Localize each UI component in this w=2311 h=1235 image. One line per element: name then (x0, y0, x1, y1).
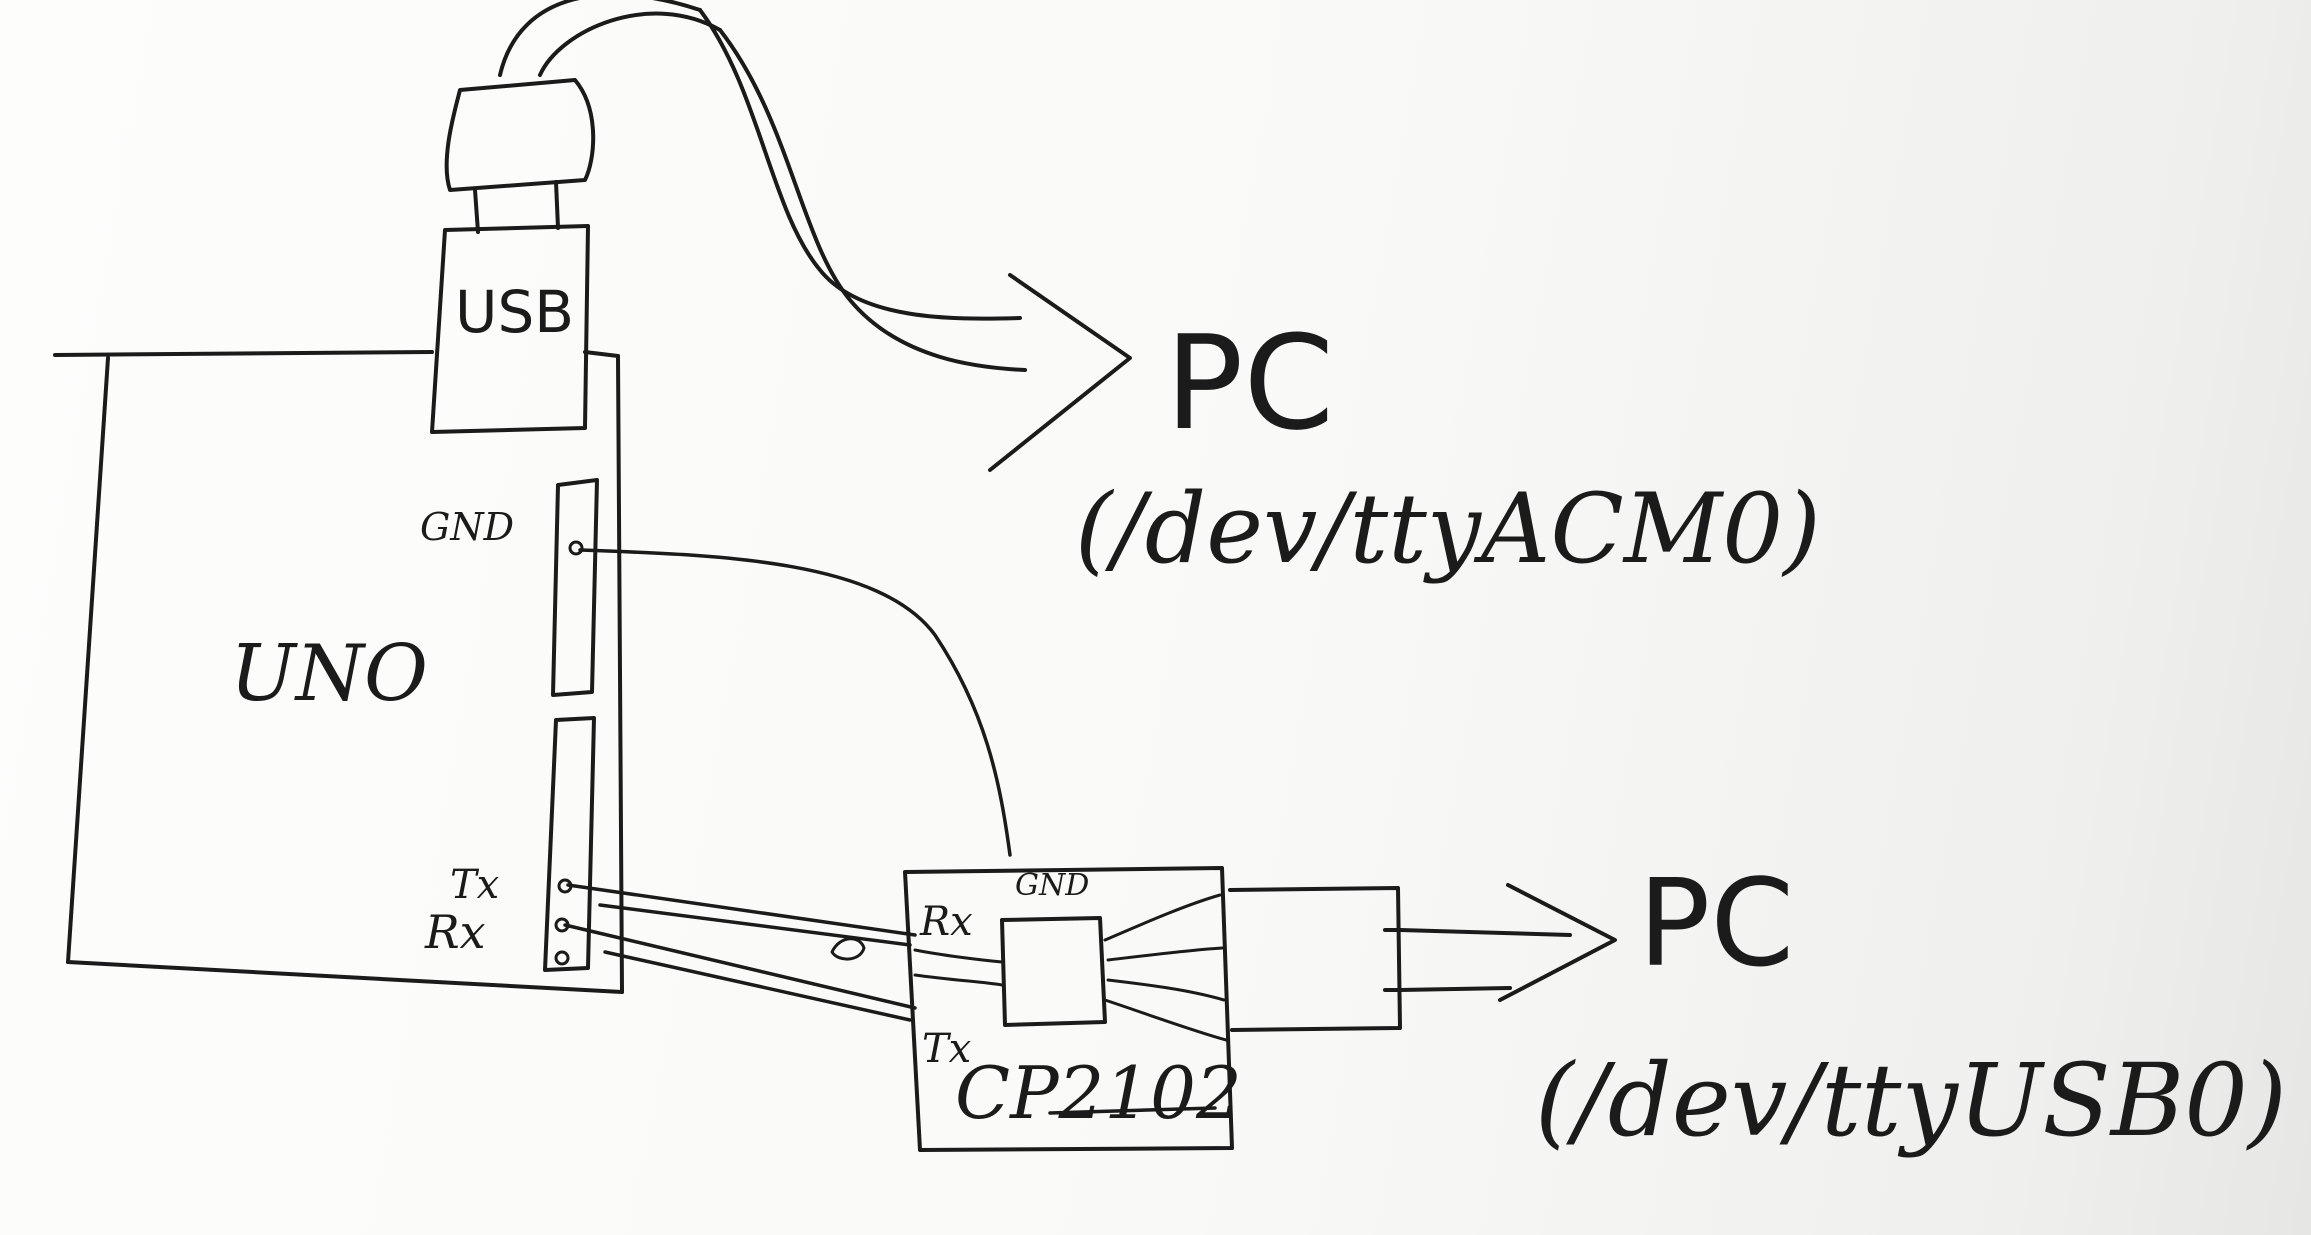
usb-cable (498, 0, 1027, 372)
top-pc-arrow (988, 273, 1132, 472)
bottom-pc-device: (/dev/ttyUSB0) (1535, 1042, 2287, 1159)
adapter-gnd-label: GND (1015, 868, 1089, 903)
rx-to-tx-wire-b (603, 950, 912, 1022)
uno-rx-label: Rx (424, 905, 486, 959)
usb-connector (430, 224, 590, 434)
uno-header-bottom (543, 716, 596, 972)
rx-to-tx-wire-a (563, 923, 917, 1010)
uno-label: UNO (230, 629, 428, 719)
cp2102-usb-plug (1228, 886, 1402, 1032)
usb-plug (444, 78, 596, 234)
adapter-underline (1048, 1106, 1217, 1115)
top-pc-label: PC (1165, 307, 1334, 459)
top-pc-device: (/dev/ttyACM0) (1075, 473, 1821, 585)
uno-header-top (551, 478, 599, 697)
cp2102-board (903, 866, 1234, 1152)
uno-board (53, 350, 624, 994)
uno-gnd-label: GND (420, 505, 514, 549)
tx-to-rx-wire-a (566, 883, 917, 937)
bottom-pc-label: PC (1638, 855, 1794, 994)
bottom-pc-arrow (1498, 883, 1617, 1002)
uno-gnd-pin (568, 540, 584, 556)
uno-spare-pin (554, 950, 570, 966)
adapter-label: CP2102 (955, 1051, 1242, 1135)
adapter-rx-label: Rx (919, 899, 973, 945)
gnd-wire (578, 548, 1012, 857)
tx-to-rx-wire-b (598, 903, 912, 947)
usb-label: USB (455, 278, 574, 346)
adapter-tx-label: Tx (922, 1026, 971, 1072)
bottom-pc-arrow-shaft (1398, 928, 1572, 992)
wire-blot (830, 937, 866, 961)
uno-tx-label: Tx (450, 862, 499, 908)
